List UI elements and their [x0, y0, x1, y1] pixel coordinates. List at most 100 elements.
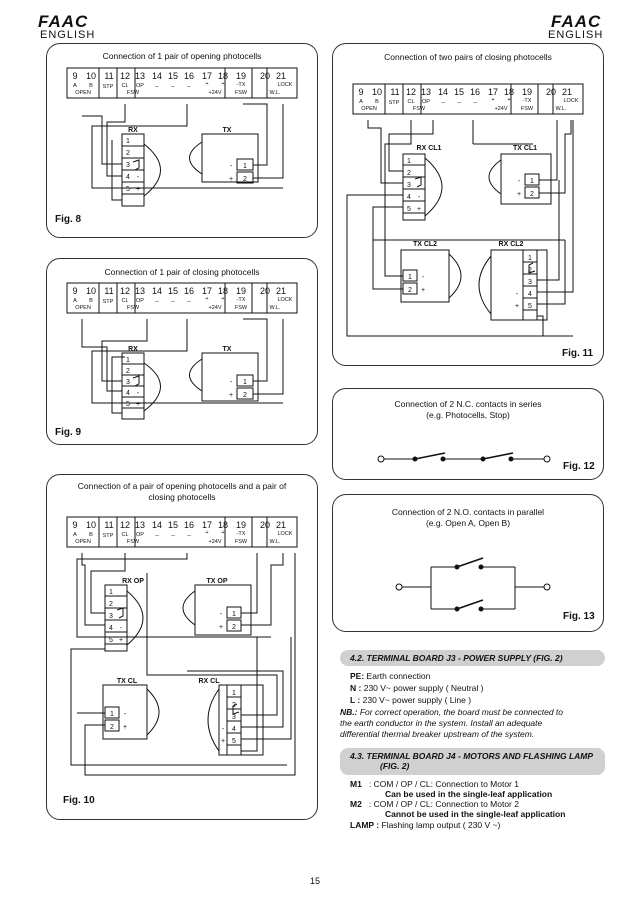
fig9-label: Fig. 9 [55, 427, 82, 438]
terminal-number: 13 [135, 71, 145, 81]
terminal-label: A [359, 99, 363, 105]
terminal-label: A [73, 83, 77, 89]
terminal-label: CL [121, 83, 128, 89]
terminal-label: FSW [235, 305, 248, 311]
terminal-number: 12 [120, 286, 130, 296]
terminal-label: A [73, 298, 77, 304]
svg-text:2: 2 [243, 176, 247, 183]
terminal-number: 20 [260, 286, 270, 296]
terminal-number: 17 [202, 71, 212, 81]
fig10-label: Fig. 10 [63, 795, 95, 806]
terminal-number: 16 [184, 286, 194, 296]
terminal-label: W.L. [555, 106, 566, 112]
terminal-number: 21 [276, 520, 286, 530]
svg-text:-: - [222, 726, 225, 733]
terminal-label: + [491, 97, 494, 103]
fig12-title-line2: (e.g. Photocells, Stop) [426, 410, 510, 420]
terminal-label: STP [103, 533, 114, 539]
terminal-label: FSW [521, 106, 534, 112]
fig8-rx-label: RX [128, 127, 138, 134]
faac-logo-left: FAAC [38, 12, 89, 31]
fig9-title: Connection of 1 pair of closing photocel… [104, 267, 260, 277]
svg-text:1: 1 [528, 255, 532, 262]
svg-text:4: 4 [126, 390, 130, 397]
svg-text:2: 2 [126, 368, 130, 375]
terminal-number: 14 [438, 87, 448, 97]
terminal-number: 13 [135, 520, 145, 530]
terminal-label: _ [186, 296, 191, 302]
terminal-label: OPEN [361, 106, 377, 112]
terminal-number: 21 [276, 71, 286, 81]
fig11-rx-cl2-box [490, 249, 548, 321]
language-label-left: ENGLISH [40, 29, 96, 41]
terminal-label: OPEN [75, 539, 91, 545]
terminal-label: A [73, 532, 77, 538]
terminal-label: OP [136, 83, 144, 89]
fig8-panel: Connection of 1 pair of opening photocel… [46, 43, 318, 238]
svg-text:1: 1 [408, 274, 412, 281]
svg-text:+: + [136, 186, 140, 193]
svg-text:2: 2 [232, 624, 236, 631]
terminal-label: OPEN [75, 90, 91, 96]
terminal-label: OP [136, 298, 144, 304]
fig11-rx-cl2-label: RX CL2 [499, 241, 524, 248]
fig13-parallel-contacts [395, 557, 551, 612]
svg-text:3: 3 [126, 379, 130, 386]
svg-text:3: 3 [126, 162, 130, 169]
terminal-number: 9 [358, 87, 363, 97]
terminal-number: 14 [152, 520, 162, 530]
svg-text:1: 1 [232, 611, 236, 618]
svg-text:+: + [136, 401, 140, 408]
terminal-label: + [205, 81, 208, 87]
svg-text:1: 1 [232, 690, 236, 697]
svg-text:5: 5 [126, 401, 130, 408]
svg-text:2: 2 [407, 170, 411, 177]
fig8-tx-box [201, 133, 259, 183]
page-number: 15 [310, 876, 321, 886]
svg-text:4: 4 [528, 291, 532, 298]
terminal-label: + [221, 530, 224, 536]
terminal-number: 12 [406, 87, 416, 97]
fig10-tx-cl-box [102, 684, 148, 740]
terminal-label: STP [103, 299, 114, 305]
fig9-tx-label: TX [223, 346, 232, 353]
terminal-label: -TX [237, 297, 246, 303]
terminal-number: 18 [218, 71, 228, 81]
section-4-2-note: NB.: For correct operation, the board mu… [340, 707, 564, 739]
terminal-number: 18 [504, 87, 514, 97]
terminal-strip-outline [66, 67, 298, 99]
svg-text:1: 1 [110, 711, 114, 718]
terminal-number: 16 [184, 71, 194, 81]
terminal-label: FSW [235, 539, 248, 545]
terminal-number: 18 [218, 520, 228, 530]
svg-text:5: 5 [407, 206, 411, 213]
pe-row: PE: Earth connection [350, 671, 431, 681]
svg-text:2: 2 [126, 150, 130, 157]
svg-text:3: 3 [407, 182, 411, 189]
m1-row: M1 : COM / OP / CL: Connection to Motor … [350, 779, 519, 789]
svg-text:+: + [515, 303, 519, 310]
terminal-label: _ [154, 530, 159, 536]
fig10-tx-op-label: TX OP [206, 578, 227, 585]
fig11-title: Connection of two pairs of closing photo… [384, 52, 552, 62]
terminal-label: + [221, 81, 224, 87]
terminal-label: FSW [127, 90, 140, 96]
lamp-row: LAMP : Flashing lamp output ( 230 V ~) [350, 820, 501, 830]
svg-text:+: + [229, 392, 233, 399]
svg-text:1: 1 [126, 357, 130, 364]
svg-text:+: + [417, 206, 421, 213]
svg-text:3: 3 [232, 714, 236, 721]
svg-text:-: - [422, 274, 425, 281]
fig8-title: Connection of 1 pair of opening photocel… [102, 51, 262, 61]
terminal-number: 19 [236, 71, 246, 81]
terminal-label: LOCK [278, 82, 293, 88]
terminal-label: _ [154, 296, 159, 302]
svg-text:-: - [418, 194, 421, 201]
terminal-number: 13 [135, 286, 145, 296]
svg-text:1: 1 [109, 589, 113, 596]
l-row: L : 230 V~ power supply ( Line ) [350, 695, 472, 705]
svg-text:1: 1 [243, 163, 247, 170]
terminal-number: 11 [104, 520, 113, 530]
